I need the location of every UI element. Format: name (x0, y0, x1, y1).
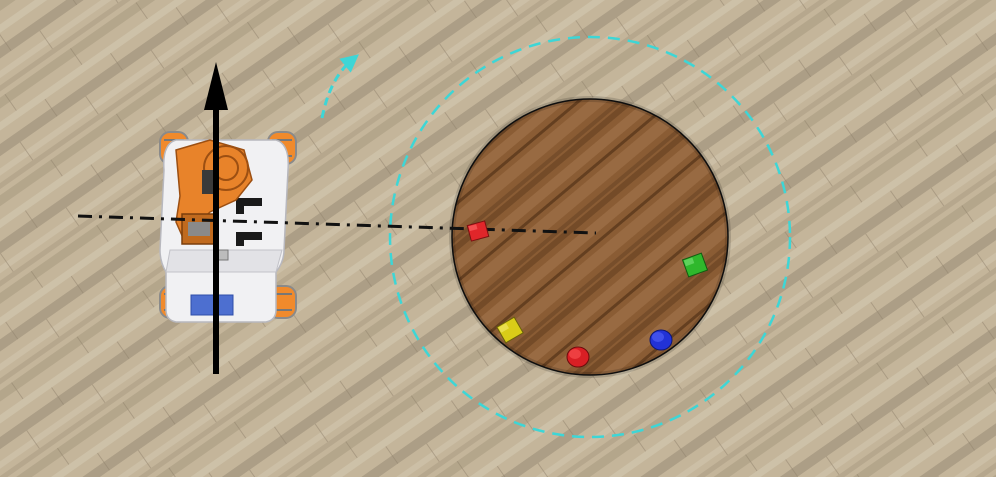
yellow-cube (496, 316, 524, 344)
rotation-arrow-icon (320, 54, 359, 119)
heading-arrow-icon (204, 62, 228, 374)
green-cube (681, 252, 709, 278)
blue-cylinder (649, 329, 673, 351)
alignment-line (77, 214, 597, 235)
red-cube (466, 220, 490, 242)
robot-blue-panel (190, 294, 234, 316)
red-cylinder (566, 346, 590, 368)
orbit-path-circle (388, 35, 792, 439)
gripper-marks (236, 198, 262, 246)
mobile-robot (159, 131, 297, 323)
round-table (449, 96, 731, 378)
